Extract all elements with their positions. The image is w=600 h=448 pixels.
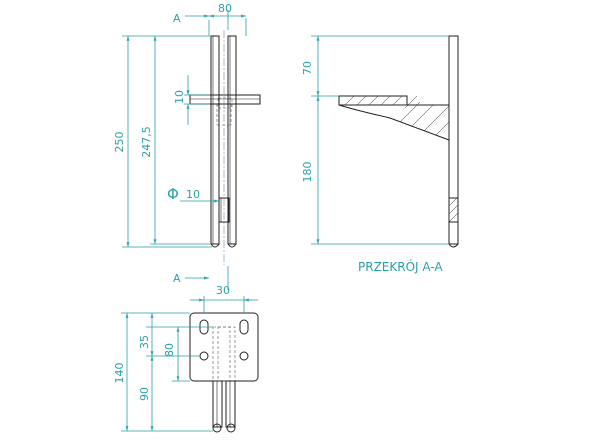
dim-70: 70 [301, 61, 314, 75]
hole-right [239, 351, 249, 361]
dim-plate-10: 10 [173, 90, 186, 104]
dim-diameter-10: 10 [186, 188, 200, 201]
dim-90: 90 [138, 387, 151, 401]
hole-left [199, 351, 209, 361]
slot-right [239, 319, 249, 335]
dim-35: 35 [138, 335, 151, 349]
left-bar [210, 35, 220, 245]
dim-width-80: 80 [218, 2, 232, 15]
plate [189, 94, 261, 105]
dim-30: 30 [216, 284, 230, 297]
dim-247-5: 247,5 [140, 126, 153, 158]
diameter-symbol: Φ [167, 185, 179, 203]
section-title: PRZEKRÓJ A-A [358, 259, 443, 274]
gusset [338, 104, 450, 141]
section-mark-top: A [173, 12, 181, 25]
dim-80: 80 [163, 343, 176, 357]
dim-140: 140 [113, 363, 126, 384]
right-bar [227, 35, 237, 245]
front-view: A 80 10 Φ 10 [113, 2, 261, 290]
dim-250: 250 [113, 132, 126, 153]
top-view: 30 35 80 90 140 [113, 284, 259, 433]
section-mark-bottom: A [173, 272, 181, 285]
section-view: 70 180 PRZEKRÓJ A-A [301, 35, 459, 274]
dim-180: 180 [301, 162, 314, 183]
